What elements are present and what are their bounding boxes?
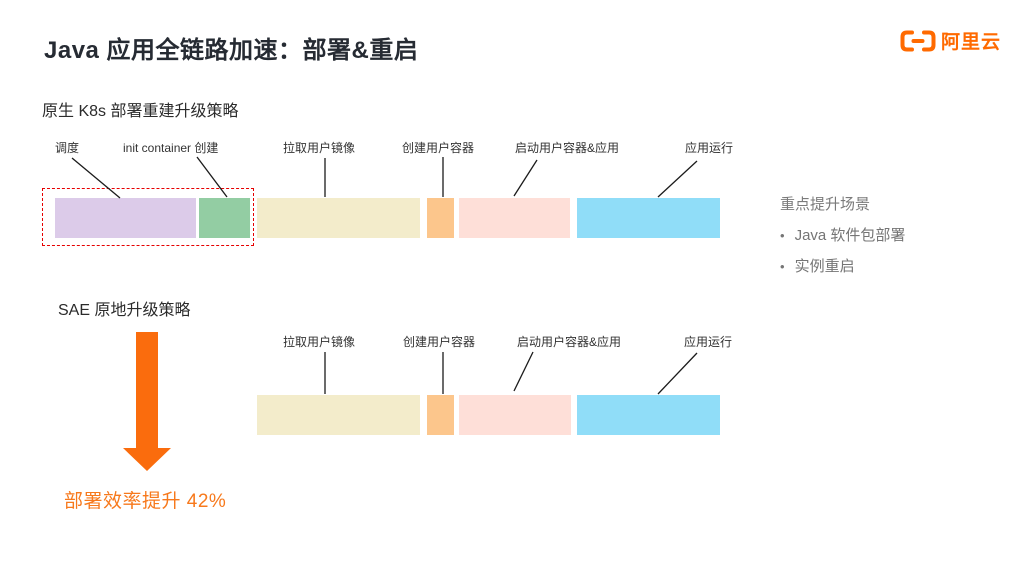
k8s-step-label-create-container: 创建用户容器 <box>402 141 475 155</box>
highlight-dashed-box <box>42 188 254 246</box>
k8s-segment-pull-image <box>257 198 420 238</box>
sae-step-label-pull-image: 拉取用户镜像 <box>283 335 356 349</box>
k8s-step-label-app-running: 应用运行 <box>685 141 734 155</box>
k8s-segment-scheduling <box>55 198 196 238</box>
alibaba-cloud-logo: 阿里云 <box>899 27 1001 54</box>
k8s-step-label-init-container: init container 创建 <box>123 141 219 155</box>
result-text: 部署效率提升 42% <box>64 491 227 512</box>
scenario-bullet-item: • Java 软件包部署 <box>780 224 905 245</box>
scenario-item-label: Java 软件包部署 <box>794 227 906 244</box>
sae-segment-create-container <box>427 395 454 435</box>
k8s-segment-init-container <box>199 198 250 238</box>
scenario-bullet-item: • 实例重启 <box>780 255 855 276</box>
k8s-step-label-start-container: 启动用户容器&应用 <box>515 141 620 155</box>
bullet-dot: • <box>780 259 785 274</box>
k8s-segment-app-running <box>577 198 720 238</box>
k8s-step-label-pull-image: 拉取用户镜像 <box>283 141 356 155</box>
alibaba-cloud-logo-text: 阿里云 <box>941 32 1002 53</box>
sae-step-label-app-running: 应用运行 <box>684 335 733 349</box>
down-arrow-icon <box>118 328 176 481</box>
k8s-segment-start-container <box>459 198 570 238</box>
sae-section-title: SAE 原地升级策略 <box>58 302 191 319</box>
sae-segment-start-container <box>459 395 571 435</box>
sae-step-label-create-container: 创建用户容器 <box>403 335 476 349</box>
page-title: Java 应用全链路加速：部署&重启 <box>44 37 419 64</box>
bullet-dot: • <box>780 228 785 243</box>
sae-segment-pull-image <box>257 395 420 435</box>
sae-segment-app-running <box>577 395 720 435</box>
sae-step-label-start-container: 启动用户容器&应用 <box>517 335 622 349</box>
scenario-item-label: 实例重启 <box>794 258 855 275</box>
scenarios-title: 重点提升场景 <box>780 196 871 213</box>
alibaba-cloud-brackets-icon <box>899 29 937 53</box>
k8s-step-label-scheduling: 调度 <box>55 141 80 155</box>
k8s-segment-create-container <box>427 198 454 238</box>
k8s-section-title: 原生 K8s 部署重建升级策略 <box>42 103 239 120</box>
